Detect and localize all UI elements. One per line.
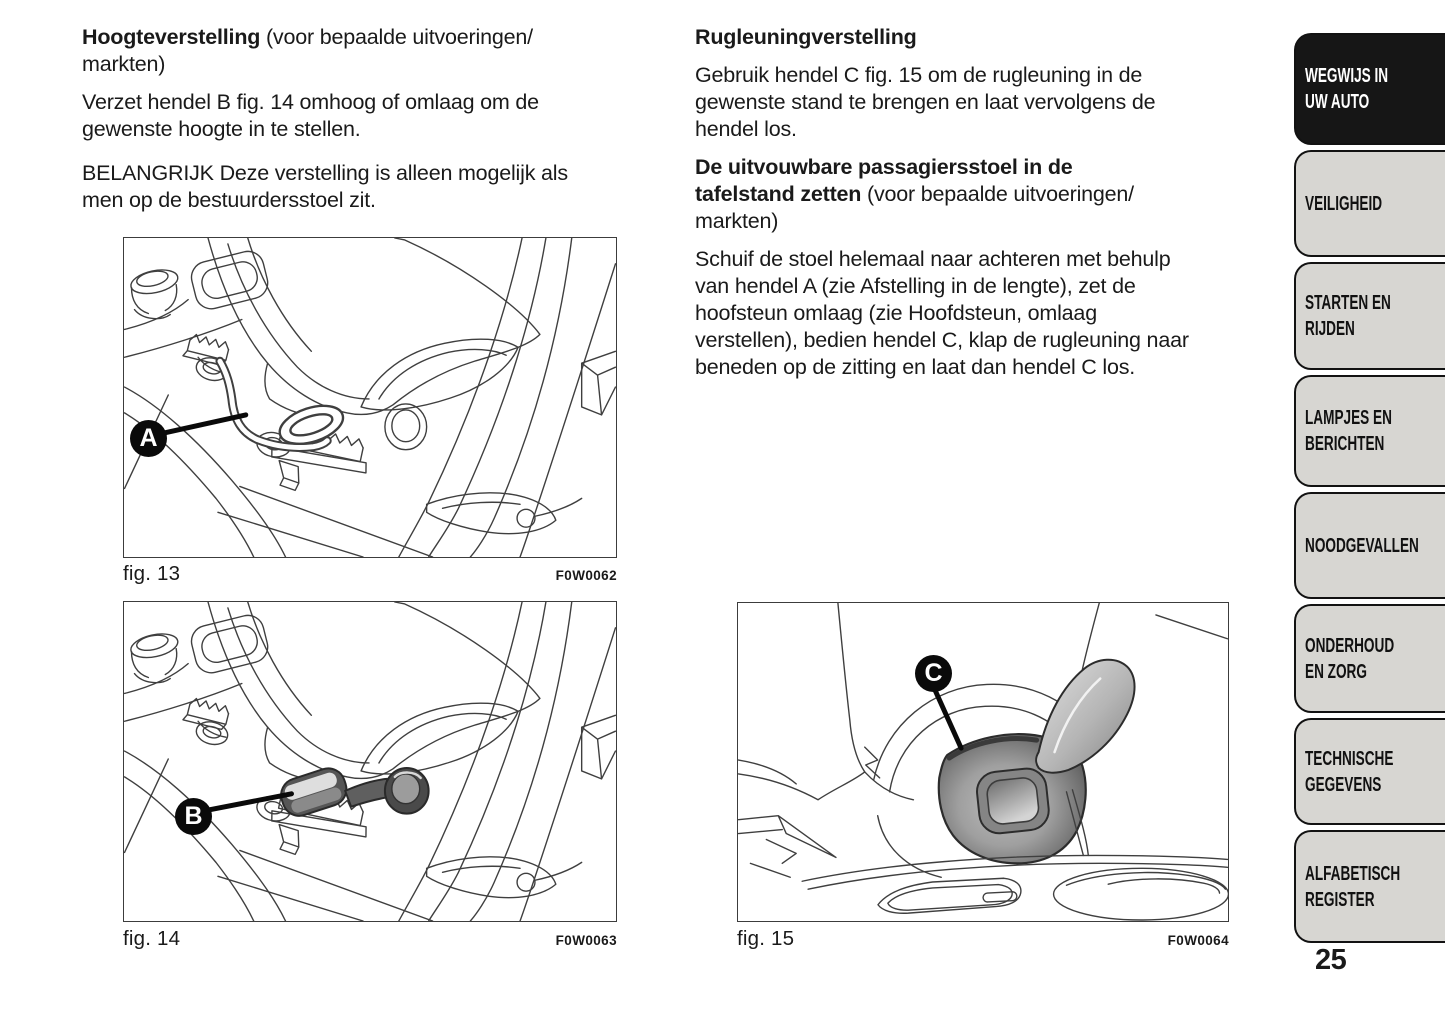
sidebar-tab-lampjes-en-berichten: LAMPJES EN BERICHTEN [1294,375,1445,487]
sidebar-tab-alfabetisch-register: ALFABETISCH REGISTER [1294,830,1445,943]
heading-tafelstand-rest: (voor bepaalde uitvoeringen/ markten) [695,182,1134,233]
paragraph-tafelstand: Schuif de stoel helemaal naar achteren m… [695,247,1189,379]
sidebar-tab-wegwijs-in-uw-auto: WEGWIJS IN UW AUTO [1294,33,1445,145]
heading-tafelstand: De uitvouwbare passagiersstoel in de taf… [695,154,1265,235]
figure-14-caption: fig. 14 [123,927,181,950]
sidebar-tab-technische-gegevens: TECHNISCHE GEGEVENS [1294,718,1445,825]
sidebar-tab-starten-en-rijden: STARTEN EN RIJDEN [1294,262,1445,370]
figure-14-code: F0W0063 [555,933,617,948]
figure-15-code: F0W0064 [1167,933,1229,948]
sidebar-tab-onderhoud-en-zorg: ONDERHOUD EN ZORG [1294,604,1445,713]
figure-13-caption: fig. 13 [123,562,181,585]
callout-badge-B: B [175,798,212,835]
callout-badge-C: C [915,655,952,692]
figure-15-illustration: C [737,602,1229,922]
heading-tafelstand-bold: De uitvouwbare passagiersstoel in de taf… [695,155,1073,206]
figure-14-caption-row: fig. 14 F0W0063 [123,927,617,951]
paragraph-belangrijk: BELANGRIJK Deze verstelling is alleen mo… [82,161,568,212]
seat-height-adjust-drawing [124,602,616,921]
page-number: 25 [1315,944,1347,976]
callout-badge-A: A [130,420,167,457]
figure-13-illustration: A [123,237,617,558]
left-text-column: Hoogteverstelling (voor bepaalde uitvoer… [82,24,638,225]
sidebar-tab-veiligheid: VEILIGHEID [1294,150,1445,257]
sidebar-tab-noodgevallen: NOODGEVALLEN [1294,492,1445,599]
figure-13-code: F0W0062 [555,568,617,583]
right-text-column: Rugleuningverstelling Gebruik hendel C f… [695,24,1265,392]
paragraph-height-adjust: Verzet hendel B fig. 14 omhoog of omlaag… [82,90,539,141]
paragraph-backrest: Gebruik hendel C fig. 15 om de rugleunin… [695,63,1156,141]
figure-13-caption-row: fig. 13 F0W0062 [123,562,617,586]
backrest-lever-drawing [738,603,1228,921]
figure-15-caption: fig. 15 [737,927,795,950]
heading-hoogteverstelling: Hoogteverstelling (voor bepaalde uitvoer… [82,24,638,78]
seat-length-adjust-drawing [124,238,616,557]
figure-14-illustration: B [123,601,617,922]
heading-hoogteverstelling-rest: (voor bepaalde uitvoeringen/ markten) [82,25,533,76]
heading-hoogteverstelling-bold: Hoogteverstelling [82,25,261,49]
heading-rugleuningverstelling: Rugleuningverstelling [695,25,917,49]
figure-15-caption-row: fig. 15 F0W0064 [737,927,1229,951]
